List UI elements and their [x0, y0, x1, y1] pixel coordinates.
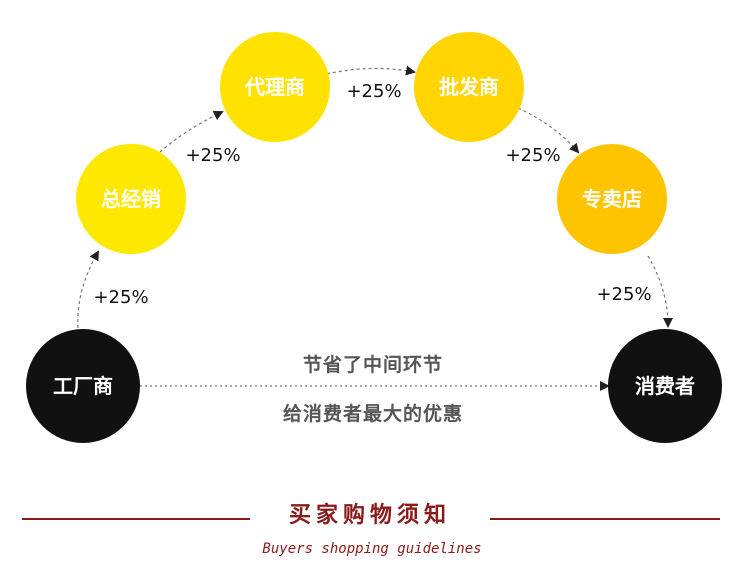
direct-message-line1: 节省了中间环节 [303, 353, 443, 376]
node-wholesaler: 批发商 [414, 32, 524, 142]
arrow-factory-to-general [77, 250, 100, 329]
arrow-agent-to-wholesaler [326, 65, 416, 76]
arrow-wholesaler-to-store [517, 107, 580, 154]
node-retail-store: 专卖店 [557, 144, 667, 254]
node-general-distributor: 总经销 [76, 144, 186, 254]
markup-wholesaler-to-store: +25% [505, 145, 560, 166]
arrow-store-to-consumer [647, 255, 673, 328]
node-consumer-label: 消费者 [635, 374, 695, 398]
node-consumer: 消费者 [608, 329, 722, 443]
footer-title: 买家购物须知 [289, 502, 451, 528]
node-factory-label: 工厂商 [53, 374, 113, 398]
footer-subtitle: Buyers shopping guidelines [262, 541, 481, 557]
node-retail-store-label: 专卖店 [582, 187, 642, 211]
arrow-general-to-agent [159, 111, 224, 153]
node-agent-label: 代理商 [244, 75, 305, 99]
direct-message-line2: 给消费者最大的优惠 [283, 402, 463, 425]
node-general-distributor-label: 总经销 [101, 187, 161, 211]
markup-general-to-agent: +25% [185, 145, 240, 166]
markup-agent-to-wholesaler: +25% [346, 81, 401, 102]
node-agent: 代理商 [220, 32, 330, 142]
node-factory: 工厂商 [26, 329, 140, 443]
markup-factory-to-general: +25% [93, 287, 148, 308]
node-wholesaler-label: 批发商 [439, 75, 499, 99]
markup-store-to-consumer: +25% [596, 284, 651, 305]
